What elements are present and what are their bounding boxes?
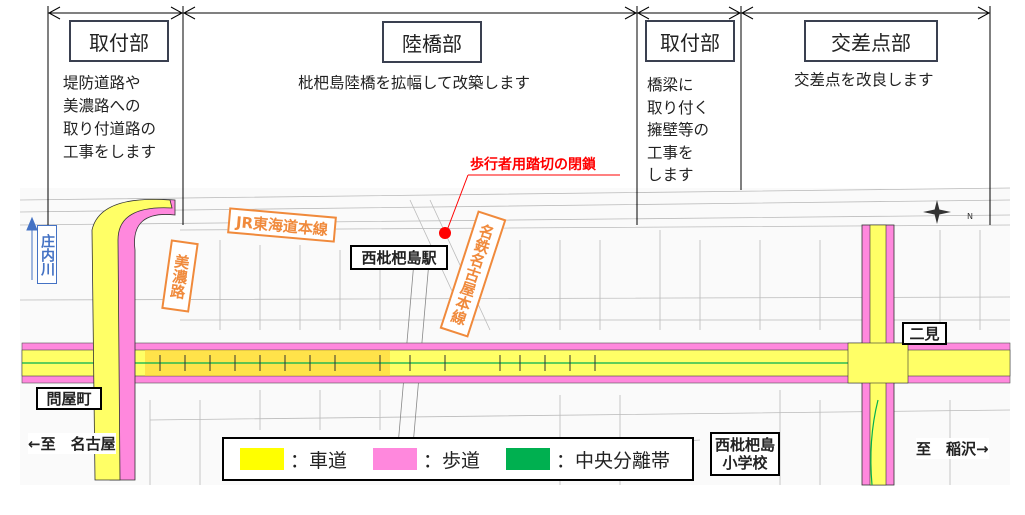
river-flow-arrow-icon [26, 216, 38, 280]
compass-rose-icon: N [923, 200, 973, 224]
legend-swatch-median [506, 448, 551, 470]
section-desc-overpass: 枇杷島陸橋を拡幅して改築します [298, 74, 531, 92]
section-desc-intersection: 交差点を改良します [794, 71, 934, 89]
level-crossing-marker [439, 227, 451, 239]
section-desc-approach-east: 橋梁に 取り付く 擁壁等の 工事を します [647, 76, 710, 184]
label-to-inazawa: 至 稲沢→ [916, 438, 989, 459]
section-dimension-lines [47, 6, 991, 225]
legend-label-median: ：中央分離帯 [556, 449, 671, 472]
section-title-overpass: 陸橋部 [382, 21, 482, 63]
callout-level-crossing-closure: 歩行者用踏切の閉鎖 [470, 157, 596, 173]
label-toiyacho: 問屋町 [36, 387, 102, 410]
section-title-approach-west: 取付部 [69, 20, 169, 62]
section-title-approach-east: 取付部 [645, 20, 735, 62]
legend-swatch-sidewalk [373, 448, 418, 470]
label-to-nagoya: ←至 名古屋 [28, 433, 116, 454]
svg-text:N: N [967, 212, 973, 221]
label-futami: 二見 [902, 322, 947, 345]
legend-label-roadway: ：車道 [290, 449, 348, 472]
map-background [19, 187, 1011, 485]
label-school: 西枇杷島 小学校 [710, 432, 780, 476]
label-station: 西枇杷島駅 [350, 245, 448, 270]
legend: ：車道 ：歩道 ：中央分離帯 [222, 437, 694, 481]
section-title-intersection: 交差点部 [804, 20, 938, 62]
label-river: 庄内川 [37, 225, 57, 284]
section-desc-approach-west: 堤防道路や 美濃路への 取り付道路の 工事をします [63, 74, 157, 161]
roadway-left-road [91, 199, 173, 481]
median-cross-road [870, 399, 879, 486]
legend-label-sidewalk: ：歩道 [423, 449, 481, 472]
legend-swatch-roadway [240, 448, 284, 470]
